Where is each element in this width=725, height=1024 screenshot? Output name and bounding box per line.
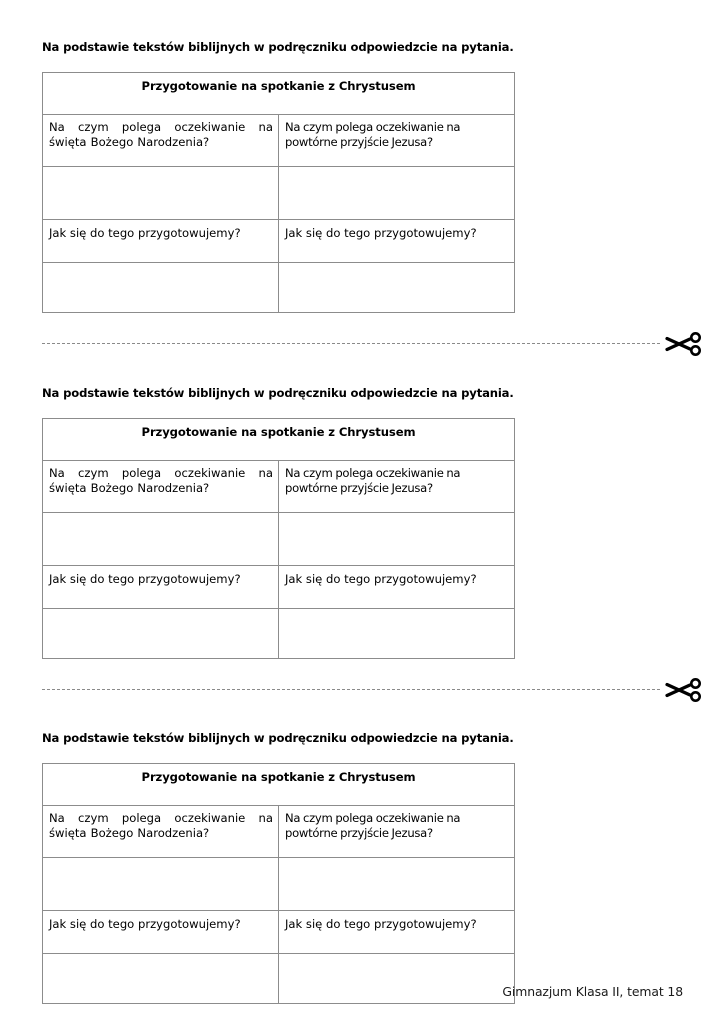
page-footer: Gimnazjum Klasa II, temat 18 [502, 984, 683, 999]
question-cell-right: Na czym polega oczekiwanie na powtórne p… [278, 114, 515, 167]
question-cell-left: Na czym polega oczekiwanie na święta Boż… [42, 460, 279, 513]
table-row-title: Przygotowanie na spotkanie z Chrystusem [42, 763, 515, 806]
worksheet-block-1: Na podstawie tekstów biblijnych w podręc… [42, 40, 515, 313]
table-row-answers [42, 512, 515, 566]
table-row-title: Przygotowanie na spotkanie z Chrystusem [42, 72, 515, 115]
table-title: Przygotowanie na spotkanie z Chrystusem [42, 72, 515, 115]
question-cell-right: Na czym polega oczekiwanie na powtórne p… [278, 460, 515, 513]
table-title: Przygotowanie na spotkanie z Chrystusem [42, 763, 515, 806]
table-row-subquestions: Jak się do tego przygotowujemy? Jak się … [42, 219, 515, 263]
subanswer-cell-left[interactable] [42, 608, 279, 659]
table-row-subquestions: Jak się do tego przygotowujemy? Jak się … [42, 565, 515, 609]
table-row-questions: Na czym polega oczekiwanie na święta Boż… [42, 805, 515, 858]
table-row-subanswers [42, 262, 515, 313]
answer-cell-right[interactable] [278, 857, 515, 911]
answer-cell-left[interactable] [42, 512, 279, 566]
table-row-subquestions: Jak się do tego przygotowujemy? Jak się … [42, 910, 515, 954]
answer-cell-right[interactable] [278, 512, 515, 566]
cut-separator-1 [0, 329, 725, 359]
subquestion-cell-left: Jak się do tego przygotowujemy? [42, 565, 279, 609]
table-row-answers [42, 857, 515, 911]
question-cell-left: Na czym polega oczekiwanie na święta Boż… [42, 114, 279, 167]
answer-cell-left[interactable] [42, 166, 279, 220]
worksheet-block-3: Na podstawie tekstów biblijnych w podręc… [42, 731, 515, 1004]
preparation-table: Przygotowanie na spotkanie z Chrystusem … [42, 72, 515, 313]
answer-cell-right[interactable] [278, 166, 515, 220]
table-row-subanswers [42, 953, 515, 1004]
table-row-questions: Na czym polega oczekiwanie na święta Boż… [42, 114, 515, 167]
table-title: Przygotowanie na spotkanie z Chrystusem [42, 418, 515, 461]
cut-dashed-line [42, 343, 660, 344]
subanswer-cell-right[interactable] [278, 262, 515, 313]
instruction-text: Na podstawie tekstów biblijnych w podręc… [42, 40, 514, 54]
subanswer-cell-left[interactable] [42, 953, 279, 1004]
subanswer-cell-left[interactable] [42, 262, 279, 313]
subquestion-cell-right: Jak się do tego przygotowujemy? [278, 219, 515, 263]
subquestion-cell-left: Jak się do tego przygotowujemy? [42, 219, 279, 263]
scissors-icon [664, 329, 706, 359]
table-row-title: Przygotowanie na spotkanie z Chrystusem [42, 418, 515, 461]
answer-cell-left[interactable] [42, 857, 279, 911]
question-cell-left: Na czym polega oczekiwanie na święta Boż… [42, 805, 279, 858]
cut-dashed-line [42, 689, 660, 690]
preparation-table: Przygotowanie na spotkanie z Chrystusem … [42, 763, 515, 1004]
subquestion-cell-right: Jak się do tego przygotowujemy? [278, 910, 515, 954]
instruction-text: Na podstawie tekstów biblijnych w podręc… [42, 731, 514, 745]
table-row-questions: Na czym polega oczekiwanie na święta Boż… [42, 460, 515, 513]
worksheet-block-2: Na podstawie tekstów biblijnych w podręc… [42, 386, 515, 659]
scissors-icon [664, 675, 706, 705]
preparation-table: Przygotowanie na spotkanie z Chrystusem … [42, 418, 515, 659]
table-row-subanswers [42, 608, 515, 659]
subanswer-cell-right[interactable] [278, 953, 515, 1004]
cut-separator-2 [0, 675, 725, 705]
subquestion-cell-left: Jak się do tego przygotowujemy? [42, 910, 279, 954]
subquestion-cell-right: Jak się do tego przygotowujemy? [278, 565, 515, 609]
subanswer-cell-right[interactable] [278, 608, 515, 659]
table-row-answers [42, 166, 515, 220]
instruction-text: Na podstawie tekstów biblijnych w podręc… [42, 386, 514, 400]
question-cell-right: Na czym polega oczekiwanie na powtórne p… [278, 805, 515, 858]
